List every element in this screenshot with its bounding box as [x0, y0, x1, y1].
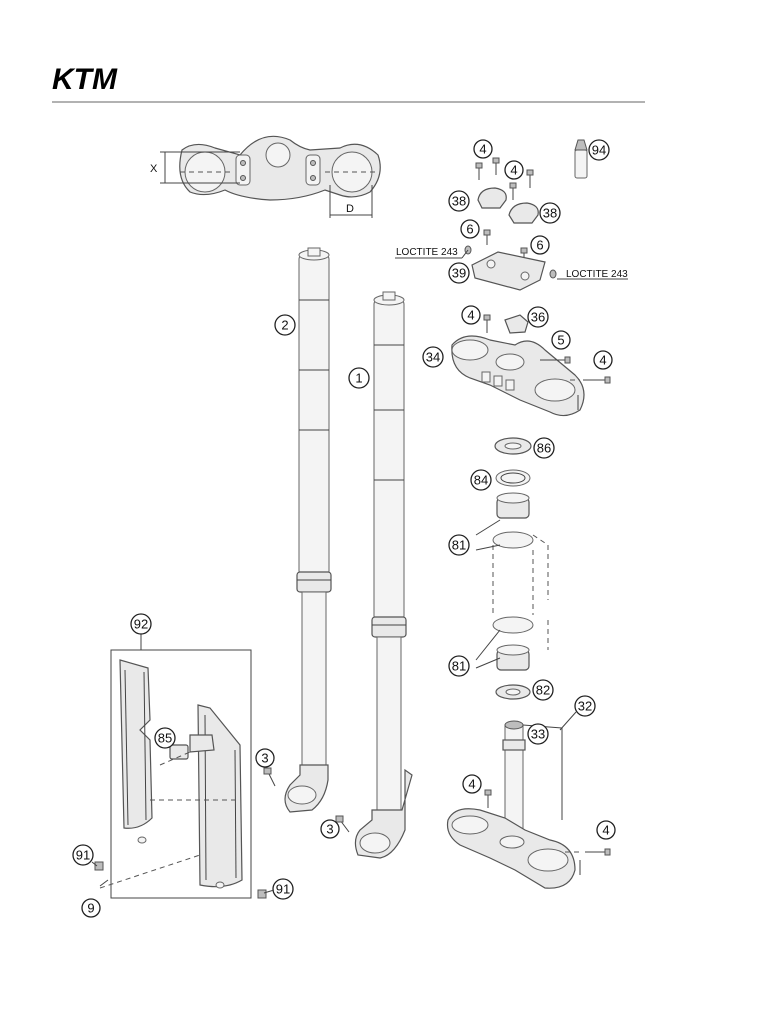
triple-clamp-detail: X D: [150, 135, 381, 218]
callout-92-text: 92: [134, 617, 148, 632]
callout-38a: 38: [448, 190, 470, 212]
callout-81a-text: 81: [452, 538, 466, 553]
callout-6b-text: 6: [536, 238, 543, 253]
callout-4b-text: 4: [510, 163, 517, 178]
callout-39-text: 39: [452, 266, 466, 281]
callout-5: 5: [551, 330, 571, 350]
dimension-d-label: D: [346, 203, 354, 215]
callout-91a-text: 91: [76, 848, 90, 863]
loctite-label-left: LOCTITE 243: [396, 247, 458, 258]
callout-4c: 4: [461, 305, 481, 325]
lower-triple-clamp: [446, 720, 611, 889]
callout-94: 94: [588, 139, 610, 161]
callout-81b: 81: [448, 655, 470, 677]
callout-86-text: 86: [537, 441, 551, 456]
callout-84-text: 84: [474, 473, 488, 488]
callout-36-text: 36: [531, 310, 545, 325]
callout-9: 9: [81, 898, 101, 918]
logo-text: KTM: [52, 63, 118, 96]
callout-4f-text: 4: [602, 823, 609, 838]
callout-32-text: 32: [578, 699, 592, 714]
dimension-x-label: X: [150, 163, 158, 175]
steering-bearing-stack: [475, 437, 549, 700]
callout-92: 92: [130, 613, 152, 635]
callout-4a: 4: [473, 139, 493, 159]
callout-6b: 6: [530, 235, 550, 255]
fork-leg-right: [354, 291, 413, 859]
loctite-label-right: LOCTITE 243: [566, 269, 628, 280]
callout-39: 39: [448, 262, 470, 284]
callout-3b: 3: [320, 819, 340, 839]
callout-1-text: 1: [355, 371, 362, 386]
callout-34: 34: [422, 346, 444, 368]
callout-38b: 38: [539, 202, 561, 224]
callout-81b-text: 81: [452, 659, 466, 674]
callout-5-text: 5: [557, 333, 564, 348]
callout-36: 36: [527, 306, 549, 328]
callout-32: 32: [574, 695, 596, 717]
callout-4e-text: 4: [468, 777, 475, 792]
callout-4d: 4: [593, 350, 613, 370]
callout-4f: 4: [596, 820, 616, 840]
callout-2-text: 2: [281, 318, 288, 333]
callout-9-text: 9: [87, 901, 94, 916]
callout-82: 82: [532, 679, 554, 701]
fork-guard-set: [94, 632, 267, 899]
callout-3a: 3: [255, 748, 275, 768]
upper-triple-clamp: [451, 314, 611, 417]
callout-34-text: 34: [426, 350, 440, 365]
callout-1: 1: [348, 367, 370, 389]
callout-85-text: 85: [158, 731, 172, 746]
callout-2: 2: [274, 314, 296, 336]
callout-4d-text: 4: [599, 353, 606, 368]
callout-91b-text: 91: [276, 882, 290, 897]
callout-84: 84: [470, 469, 492, 491]
handlebar-clamp-group: LOCTITE 243 LOCTITE 243: [395, 139, 628, 291]
callout-33: 33: [527, 723, 549, 745]
fork-clamp-bolts: [263, 767, 350, 833]
fork-leg-left: [284, 247, 332, 813]
callout-6a: 6: [460, 219, 480, 239]
callout-33-text: 33: [531, 727, 545, 742]
callout-38a-text: 38: [452, 194, 466, 209]
callout-86: 86: [533, 437, 555, 459]
callout-94-text: 94: [592, 143, 606, 158]
callout-6a-text: 6: [466, 222, 473, 237]
callout-4a-text: 4: [479, 142, 486, 157]
callout-3a-text: 3: [261, 751, 268, 766]
callout-3b-text: 3: [326, 822, 333, 837]
callout-81a: 81: [448, 534, 470, 556]
callout-4e: 4: [462, 774, 482, 794]
callout-4b: 4: [504, 160, 524, 180]
callout-91b: 91: [272, 878, 294, 900]
callout-4c-text: 4: [467, 308, 474, 323]
callout-82-text: 82: [536, 683, 550, 698]
ktm-logo: KTM: [52, 63, 118, 96]
callout-38b-text: 38: [543, 206, 557, 221]
callout-85: 85: [154, 727, 176, 749]
callout-91a: 91: [72, 844, 94, 866]
